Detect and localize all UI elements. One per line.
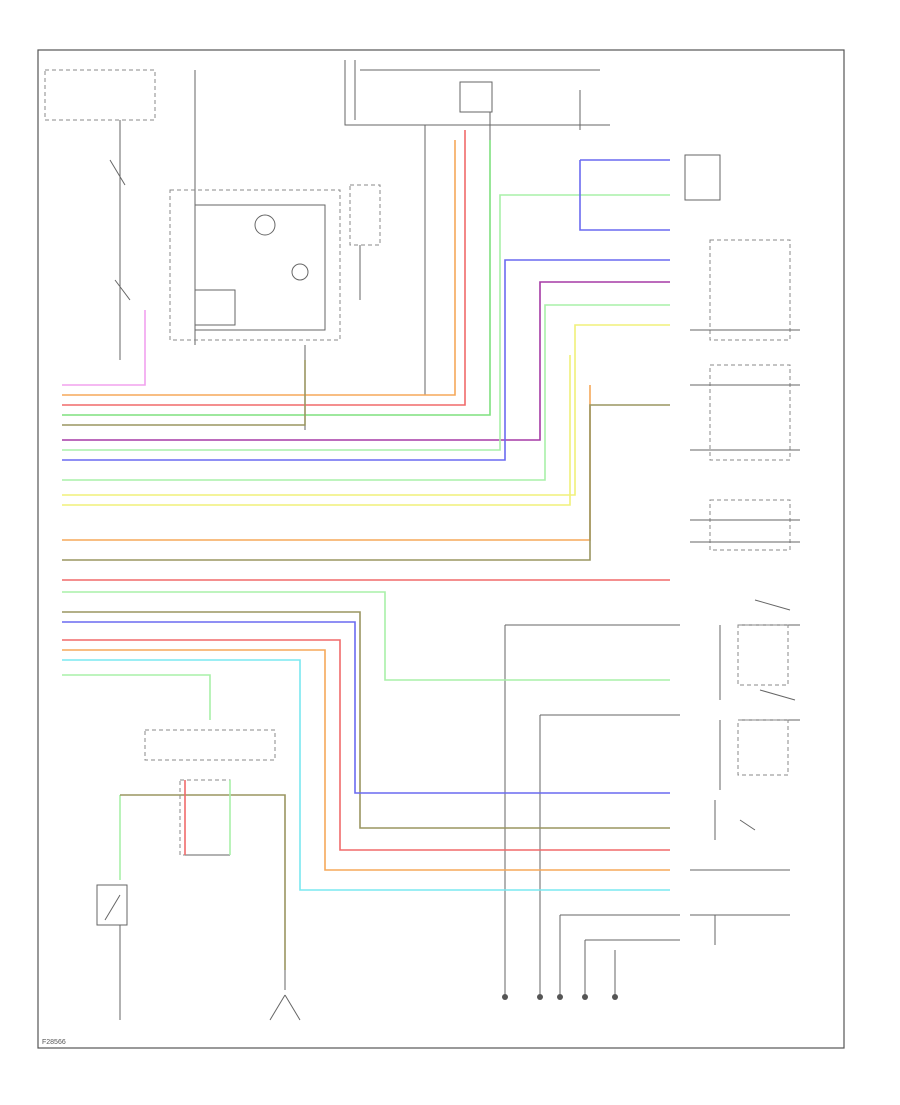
top-bus bbox=[344, 60, 610, 126]
wire-purple-1 bbox=[62, 281, 670, 441]
bottom-switch bbox=[269, 970, 301, 1021]
control-unit-subblock bbox=[194, 289, 236, 326]
ground-rails bbox=[504, 624, 680, 995]
wires-layer bbox=[62, 130, 670, 970]
brake-switch-body bbox=[96, 884, 128, 926]
right-sensor-block-2 bbox=[709, 364, 791, 461]
wire-green-1 bbox=[62, 140, 491, 416]
range-connector-block bbox=[144, 729, 276, 761]
wire-blue-1 bbox=[62, 259, 670, 461]
control-unit-inner bbox=[194, 204, 326, 331]
control-unit-relay-coil bbox=[254, 214, 276, 236]
right-top-component bbox=[684, 154, 721, 201]
wire-bottom-switch-feed bbox=[120, 794, 286, 970]
wire-red-3 bbox=[62, 639, 670, 851]
brake-switch bbox=[104, 894, 121, 1020]
right-bottom-switch bbox=[714, 800, 756, 840]
top-relay-box bbox=[459, 81, 493, 113]
center-fuse bbox=[349, 184, 381, 246]
left-switches bbox=[109, 159, 131, 301]
wire-red-1 bbox=[62, 130, 466, 406]
wire-orange-3 bbox=[62, 649, 670, 871]
wire-orange-2 bbox=[62, 385, 591, 541]
wire-brown-2 bbox=[62, 404, 670, 561]
ground-terminals bbox=[502, 994, 618, 1000]
wire-lightgreen-3 bbox=[62, 591, 670, 681]
wire-pink-1 bbox=[62, 310, 146, 386]
right-switch-box-1 bbox=[737, 624, 789, 686]
wire-lightgreen-2 bbox=[62, 304, 670, 481]
right-switch-box-2 bbox=[737, 719, 789, 776]
right-sensor-block-3 bbox=[709, 499, 791, 551]
wire-lightgreen-4 bbox=[62, 674, 211, 720]
right-bottom-lines bbox=[690, 869, 790, 945]
wire-cyan-1 bbox=[62, 659, 670, 891]
control-unit-lamp bbox=[291, 263, 309, 281]
central-control-unit bbox=[169, 189, 341, 341]
left-verticals bbox=[119, 70, 196, 360]
right-lower-switches bbox=[740, 599, 800, 721]
wire-lightgreen-1 bbox=[62, 194, 670, 451]
wire-top-blue bbox=[579, 160, 670, 231]
right-sensor-lines bbox=[690, 329, 800, 543]
right-sensor-block-1 bbox=[709, 239, 791, 341]
wire-blue-2 bbox=[62, 621, 670, 794]
wire-brown-1 bbox=[62, 360, 306, 426]
transmission-range-sensor bbox=[179, 779, 231, 856]
wire-yellow-1 bbox=[62, 324, 670, 496]
diagram-frame bbox=[37, 49, 845, 1049]
wire-brown-3 bbox=[62, 611, 670, 829]
left-top-fuse-block bbox=[44, 69, 156, 121]
diagram-code: F28566 bbox=[42, 1039, 66, 1046]
wire-yellow-2 bbox=[62, 355, 571, 506]
wire-orange-1 bbox=[62, 140, 456, 396]
top-drops bbox=[424, 90, 581, 395]
